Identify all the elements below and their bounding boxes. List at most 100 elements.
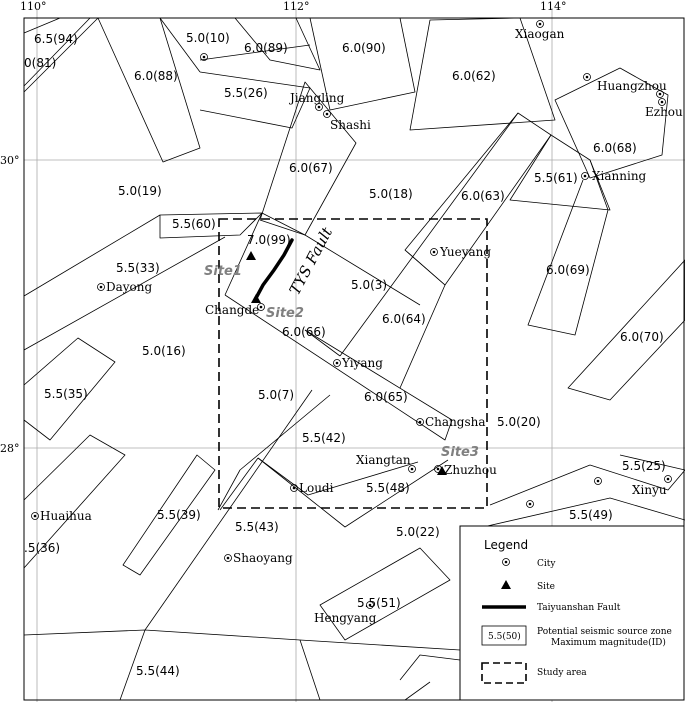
city-label-huangzhou: Huangzhou [597,79,667,93]
city-marker-pingxiang [526,500,534,508]
city-marker-yiyang [333,359,341,367]
city-marker-xiaogan [536,20,544,28]
zone-label: 6.0(67) [289,161,333,175]
site-markers [246,251,447,475]
city-marker-shashi [323,110,331,118]
zone-label: 5.5(39) [157,508,201,522]
zone-label: 6.5(94) [34,32,78,46]
city-marker-top [200,53,208,61]
city-marker-xinyu-2 [664,475,672,483]
zone-label: 5.5(60) [172,217,216,231]
zone-label: 5.5(35) [44,387,88,401]
legend-study-icon [481,662,527,684]
zone-label: 5.0(3) [351,278,387,292]
city-marker-xianning [581,172,589,180]
zone-label: 6.0(65) [364,390,408,404]
legend-zone-line2: Maximum magnitude(ID) [551,637,666,648]
legend-zone-icon [481,625,527,646]
city-label-dayong: Dayong [106,280,153,294]
zone-label: 5.0(18) [369,187,413,201]
zone-labels: 6.5(94) 0(81) 5.0(10) 6.0(89) 6.0(90) 6.… [24,31,666,678]
legend: Legend City Site Taiyuanshan Fault 5.5(5… [459,525,685,701]
legend-box [459,525,685,701]
city-label-yueyang: Yueyang [439,245,491,259]
city-label-shaoyang: Shaoyang [233,551,293,565]
city-label-loudi: Loudi [299,481,334,495]
city-label-xiangtan: Xiangtan [356,453,411,467]
city-marker-dayong [97,283,105,291]
lon-tick-112: 112° [283,0,310,13]
city-label-xinyu: Xinyu [632,483,667,497]
study-area-boundary [218,218,488,509]
legend-site-icon [501,580,511,589]
zone-label: 5.0(10) [186,31,230,45]
zone-label: 5.5(44) [136,664,180,678]
site-marker-site3 [437,466,447,475]
city-markers [31,20,672,609]
city-marker-loudi [290,484,298,492]
legend-zone-line1: Potential seismic source zone [537,627,672,637]
zone-label: 5.5(26) [224,86,268,100]
city-label-huaihua: Huaihua [40,509,92,523]
city-label-hengyang: Hengyang [314,611,377,625]
city-label-zhuzhou: Zhuzhou [444,463,497,477]
city-marker-changsha [416,418,424,426]
city-label-xiaogan: Xiaogan [515,27,565,41]
lon-tick-110: 110° [20,0,47,13]
city-marker-jiangling [315,103,323,111]
city-marker-changde [257,303,265,311]
zone-label: 5.5(25) [622,459,666,473]
city-label-changsha: Changsha [425,415,486,429]
zone-label: 0(81) [24,56,56,70]
graticule [24,8,685,702]
legend-city-label: City [537,559,556,569]
city-label-jiangling: Jiangling [288,91,345,105]
zone-label: 5.0(22) [396,525,440,539]
zone-label: 7.0(99) [247,233,291,247]
city-label-shashi: Shashi [330,118,371,132]
legend-site-label: Site [537,582,555,592]
zone-label: 5.5(42) [302,431,346,445]
zone-label: 6.0(90) [342,41,386,55]
zone-label: 6.0(64) [382,312,426,326]
city-label-xianning: Xianning [592,169,647,183]
site-marker-site1 [246,251,256,260]
zone-label: 5.0(7) [258,388,294,402]
city-marker-xiangtan [408,465,416,473]
zone-label: 5.5(48) [366,481,410,495]
legend-zone-sample: 5.5(50) [488,631,521,642]
lon-tick-114: 114° [540,0,567,13]
lat-tick-28: 28° [0,442,20,455]
zone-label: 6.0(66) [282,325,326,339]
zone-label: 6.0(63) [461,189,505,203]
zone-label: 6.0(89) [244,41,288,55]
zone-label: 6.0(62) [452,69,496,83]
legend-city-icon [502,558,510,566]
zone-label: 6.0(68) [593,141,637,155]
site-marker-site2 [251,294,261,303]
city-labels: Xiaogan Huangzhou Ezhou Jiangling Shashi… [40,27,683,625]
city-marker-huaihua [31,512,39,520]
zone-label: 6.0(88) [134,69,178,83]
lat-tick-30: 30° [0,154,20,167]
zone-label: .5(36) [24,541,60,555]
zone-label: 5.5(51) [357,596,401,610]
zone-label: 5.0(16) [142,344,186,358]
city-label-yiyang: Yiyang [341,356,383,370]
city-label-changde: Changde [205,303,259,317]
city-marker-huangzhou [583,73,591,81]
city-label-ezhou: Ezhou [645,105,683,119]
taiyuanshan-fault-line [254,238,294,300]
city-marker-ezhou [656,90,664,98]
legend-title: Legend [484,538,528,552]
zone-label: 5.0(19) [118,184,162,198]
legend-study-label: Study area [537,668,587,678]
zone-label: 6.0(70) [620,330,664,344]
site-label-site2: Site2 [266,306,304,321]
city-marker-xinyu [594,477,602,485]
city-marker-shaoyang [224,554,232,562]
site-label-site3: Site3 [441,445,479,460]
city-marker-yueyang [430,248,438,256]
zone-label: 5.5(49) [569,508,613,522]
